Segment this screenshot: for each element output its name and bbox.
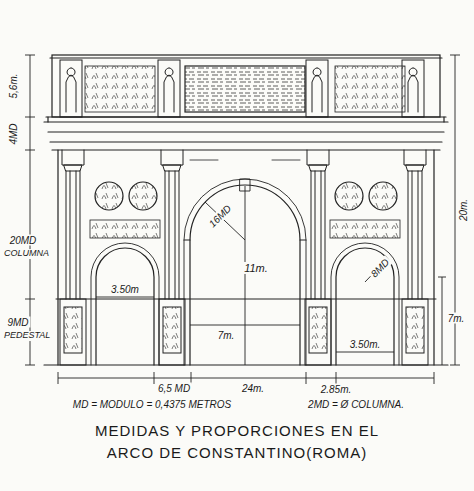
dimension-label: COLUMNA	[2, 249, 51, 259]
dimension-label: 3.50m.	[348, 339, 383, 350]
dimension-label: 5,6m.	[8, 71, 19, 100]
dimension-label: 3.50m	[109, 284, 141, 295]
dimension-label: MD = MODULO = 0,4375 METROS	[71, 399, 233, 410]
dimension-label: 6,5 MD	[156, 383, 192, 394]
dimension-label: 2MD = Ø COLUMNA.	[306, 399, 406, 410]
dimension-label: 4MD	[8, 121, 19, 146]
dimension-label: 20MD	[8, 235, 39, 246]
caption: MEDIDAS Y PROPORCIONES EN EL ARCO DE CON…	[87, 420, 387, 464]
dimension-label: 24m.	[240, 383, 266, 394]
dimension-label: 11m.	[242, 262, 270, 274]
dimension-label: 9MD	[5, 317, 30, 328]
dimension-label: 8MD	[367, 255, 393, 281]
dimension-label: 7m.	[216, 330, 237, 341]
dimension-label: 20m.	[458, 197, 469, 223]
dimension-label: PEDESTAL	[2, 331, 52, 341]
dimension-label: 7m.	[446, 313, 467, 324]
dimension-label: 2.85m.	[319, 384, 354, 395]
